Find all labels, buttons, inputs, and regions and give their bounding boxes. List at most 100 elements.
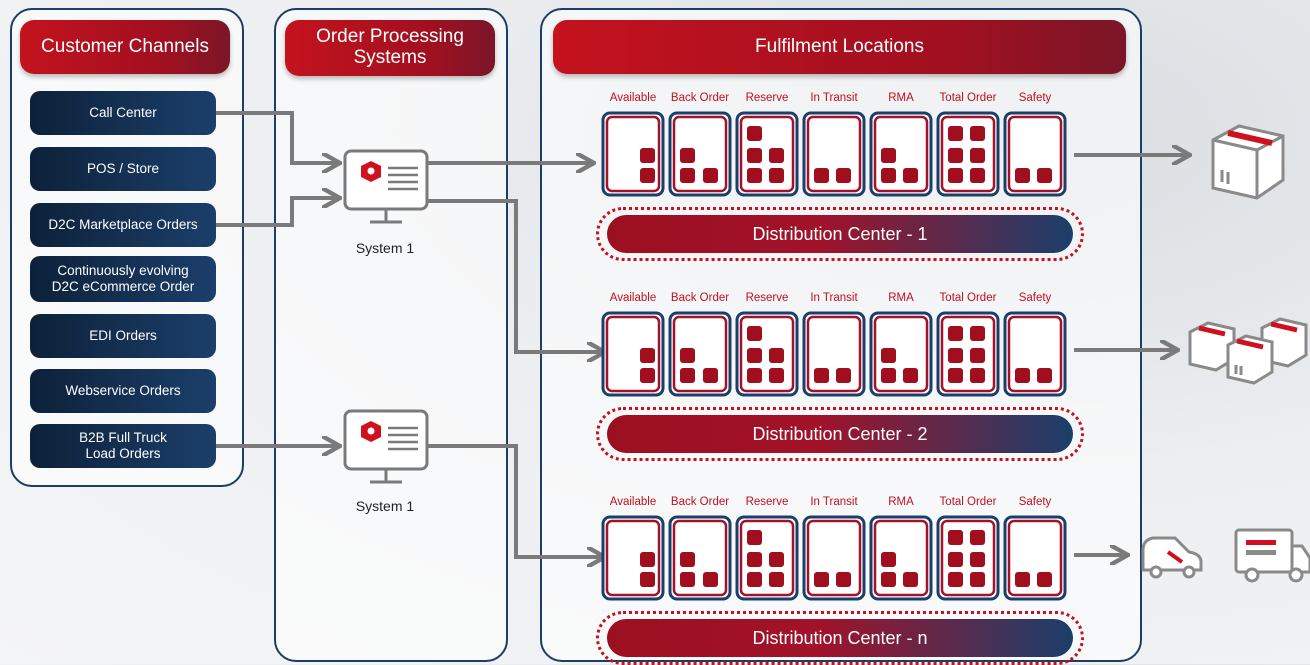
inventory-bin — [1003, 111, 1067, 197]
distribution-center-1[interactable]: Distribution Center - 1 — [607, 215, 1073, 253]
system-label-1: System 1 — [355, 240, 415, 256]
bin-label: Back Order — [670, 292, 730, 304]
inventory-unit — [769, 348, 784, 363]
inventory-bin — [735, 311, 799, 397]
inventory-unit — [747, 368, 762, 383]
inventory-unit — [747, 168, 762, 183]
dc-2-ring — [596, 407, 1084, 461]
inventory-bin — [869, 111, 933, 197]
inventory-bin — [1003, 515, 1067, 601]
inventory-unit — [970, 368, 985, 383]
inventory-unit — [948, 326, 963, 341]
inventory-bin — [668, 515, 732, 601]
distribution-center-n[interactable]: Distribution Center - n — [607, 619, 1073, 657]
inventory-bin — [802, 111, 866, 197]
inventory-unit — [970, 572, 985, 587]
inventory-unit — [948, 348, 963, 363]
inventory-unit — [881, 148, 896, 163]
inventory-unit — [640, 552, 655, 567]
inventory-unit — [881, 572, 896, 587]
distribution-center-2[interactable]: Distribution Center - 2 — [607, 415, 1073, 453]
inventory-bin — [668, 311, 732, 397]
inventory-unit — [970, 326, 985, 341]
inventory-unit — [680, 572, 695, 587]
inventory-unit — [747, 572, 762, 587]
van-and-truck-icon — [1141, 528, 1310, 583]
bin-label: Available — [609, 496, 657, 508]
bin-label: Reserve — [745, 92, 789, 104]
inventory-unit — [814, 572, 829, 587]
bin-label: Back Order — [670, 496, 730, 508]
dc-1-ring — [596, 207, 1084, 261]
inventory-unit — [640, 148, 655, 163]
channel-d2c-marketplace[interactable]: D2C Marketplace Orders — [30, 203, 216, 247]
inventory-unit — [814, 168, 829, 183]
channel-b2b-full-truck[interactable]: B2B Full Truck Load Orders — [30, 424, 216, 468]
channel-call-center[interactable]: Call Center — [30, 91, 216, 135]
bin-label: Safety — [1018, 496, 1052, 508]
inventory-unit — [948, 168, 963, 183]
inventory-unit — [769, 148, 784, 163]
inventory-unit — [747, 326, 762, 341]
system-label-2: System 1 — [355, 498, 415, 514]
computer-icon — [343, 409, 429, 484]
multiple-boxes-icon — [1188, 317, 1308, 385]
inventory-bin — [601, 311, 665, 397]
bin-label: RMA — [888, 292, 914, 304]
inventory-unit — [640, 368, 655, 383]
bin-label: In Transit — [810, 496, 858, 508]
inventory-unit — [881, 552, 896, 567]
inventory-unit — [948, 368, 963, 383]
inventory-unit — [970, 126, 985, 141]
inventory-bin — [668, 111, 732, 197]
inventory-unit — [769, 572, 784, 587]
inventory-bins — [601, 111, 1067, 601]
bin-label: Available — [609, 92, 657, 104]
computer-icon — [343, 149, 429, 224]
inventory-unit — [680, 552, 695, 567]
inventory-unit — [948, 552, 963, 567]
bin-label: Back Order — [670, 92, 730, 104]
inventory-unit — [814, 368, 829, 383]
inventory-unit — [836, 572, 851, 587]
inventory-unit — [881, 368, 896, 383]
inventory-unit — [703, 168, 718, 183]
inventory-unit — [640, 572, 655, 587]
inventory-bin — [601, 111, 665, 197]
inventory-bin — [936, 515, 1000, 601]
inventory-unit — [769, 168, 784, 183]
inventory-bin — [1003, 311, 1067, 397]
channel-edi-orders[interactable]: EDI Orders — [30, 314, 216, 358]
inventory-unit — [640, 348, 655, 363]
bin-label: Safety — [1018, 292, 1052, 304]
bin-label: In Transit — [810, 292, 858, 304]
inventory-unit — [640, 168, 655, 183]
inventory-unit — [836, 168, 851, 183]
inventory-bin — [802, 515, 866, 601]
bin-label: Total Order — [939, 496, 997, 508]
inventory-unit — [703, 368, 718, 383]
inventory-bin — [936, 311, 1000, 397]
bin-label: Safety — [1018, 92, 1052, 104]
inventory-unit — [747, 126, 762, 141]
inventory-unit — [881, 348, 896, 363]
inventory-unit — [680, 348, 695, 363]
bin-label: RMA — [888, 92, 914, 104]
inventory-bin — [869, 515, 933, 601]
bin-label: Total Order — [939, 292, 997, 304]
inventory-unit — [1015, 168, 1030, 183]
bin-label: Reserve — [745, 496, 789, 508]
channel-d2c-ecommerce[interactable]: Continuously evolving D2C eCommerce Orde… — [30, 256, 216, 302]
inventory-unit — [970, 530, 985, 545]
inventory-unit — [1015, 572, 1030, 587]
channel-webservice-orders[interactable]: Webservice Orders — [30, 369, 216, 413]
inventory-unit — [769, 368, 784, 383]
inventory-unit — [948, 126, 963, 141]
fulfilment-locations-header: Fulfilment Locations — [553, 20, 1126, 74]
inventory-unit — [680, 148, 695, 163]
inventory-bin — [869, 311, 933, 397]
channel-pos-store[interactable]: POS / Store — [30, 147, 216, 191]
inventory-bin — [735, 111, 799, 197]
inventory-unit — [1037, 368, 1052, 383]
